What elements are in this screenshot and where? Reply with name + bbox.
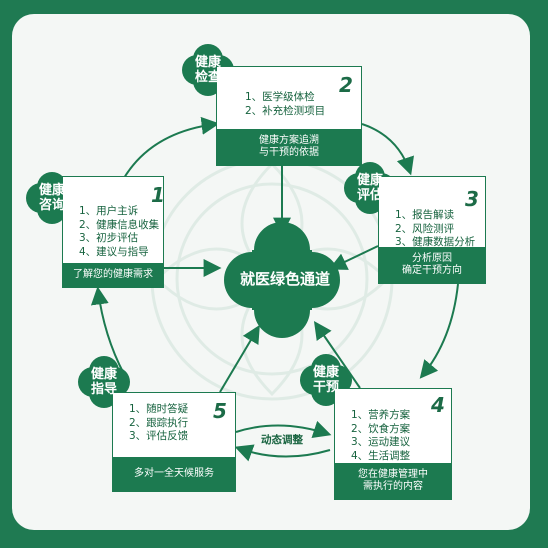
step-summary-line: 确定干预方向 — [402, 265, 462, 276]
spoke-guide-to-center — [219, 324, 260, 393]
badge-line: 咨询 — [38, 198, 65, 213]
badge-line: 检查 — [194, 70, 221, 85]
step-item: 3、初步评估 — [79, 232, 139, 244]
step-item: 1、用户主诉 — [79, 205, 139, 217]
step-summary-band: 您在健康管理中需执行的内容 — [335, 463, 451, 499]
step-item: 2、补充检测项目 — [245, 104, 326, 117]
arrow-consult-to-check — [123, 116, 220, 179]
step-number: 5 — [213, 399, 227, 423]
badge-label-guide: 健康指导 — [74, 364, 134, 400]
badge-label-assess: 健康评估 — [340, 170, 400, 206]
step-item: 2、饮食方案 — [351, 422, 411, 435]
step-summary-line: 多对一全天候服务 — [134, 467, 214, 479]
step-summary-line: 健康方案追溯 — [259, 134, 319, 146]
step-number: 2 — [339, 73, 353, 97]
step-item: 3、健康数据分析 — [395, 236, 476, 248]
step-item: 3、评估反馈 — [129, 430, 189, 442]
badge-line: 指导 — [90, 382, 117, 397]
step-number: 4 — [431, 393, 445, 417]
step-item: 1、随时答疑 — [129, 403, 189, 415]
badge-line: 健康 — [38, 183, 65, 198]
arrow-guide-to-consult — [90, 286, 125, 375]
dynamic-adjust-label: 动态调整 — [261, 434, 303, 446]
step-item: 3、运动建议 — [351, 436, 411, 448]
badge-label-consult: 健康咨询 — [22, 180, 82, 216]
badge-line: 评估 — [356, 188, 383, 203]
badge-shape-guide — [78, 356, 130, 408]
badge-line: 健康 — [194, 55, 221, 70]
badge-line: 健康 — [312, 365, 339, 380]
step-summary-line: 分析原因 — [412, 252, 452, 264]
badge-line: 干预 — [312, 380, 339, 395]
step-item: 2、跟踪执行 — [129, 416, 189, 429]
step-summary-band: 多对一全天候服务 — [113, 457, 235, 491]
arrow-assess-to-intervene — [419, 283, 459, 379]
step-item: 2、健康信息收集 — [79, 218, 160, 231]
step-summary-band: 健康方案追溯与干预的依据 — [217, 129, 361, 165]
arrow-dynamic-back — [234, 444, 331, 462]
arrow-dynamic-forward — [235, 420, 332, 438]
center-quatrefoil — [224, 222, 340, 338]
step-summary-line: 您在健康管理中 — [358, 468, 428, 480]
step-summary-band: 了解您的健康需求 — [63, 263, 163, 287]
process-diagram — [26, 44, 459, 462]
step-summary-line: 与干预的依据 — [259, 147, 319, 158]
badge-shape-intervene — [300, 354, 352, 406]
spoke-assess-to-center — [328, 245, 379, 270]
step-number: 3 — [465, 187, 479, 211]
step-item: 2、风险测评 — [395, 222, 455, 235]
spoke-intervene-to-center — [313, 321, 361, 389]
badge-label-intervene: 健康干预 — [296, 362, 356, 398]
step-summary-line: 了解您的健康需求 — [73, 268, 153, 280]
step-item: 4、建议与指导 — [79, 245, 149, 258]
center-title: 就医绿色通道 — [239, 270, 330, 288]
arrow-check-to-assess — [361, 123, 414, 176]
badge-line: 健康 — [356, 173, 383, 188]
badge-label-check: 健康检查 — [178, 52, 238, 88]
step-summary-band: 分析原因确定干预方向 — [379, 247, 485, 283]
step-number: 1 — [151, 183, 165, 207]
step-item: 1、报告解读 — [395, 209, 455, 221]
step-item: 1、营养方案 — [351, 409, 411, 421]
step-summary-line: 需执行的内容 — [363, 481, 423, 492]
step-item: 1、医学级体检 — [245, 91, 315, 103]
badge-line: 健康 — [90, 367, 117, 382]
step-item: 4、生活调整 — [351, 449, 411, 462]
